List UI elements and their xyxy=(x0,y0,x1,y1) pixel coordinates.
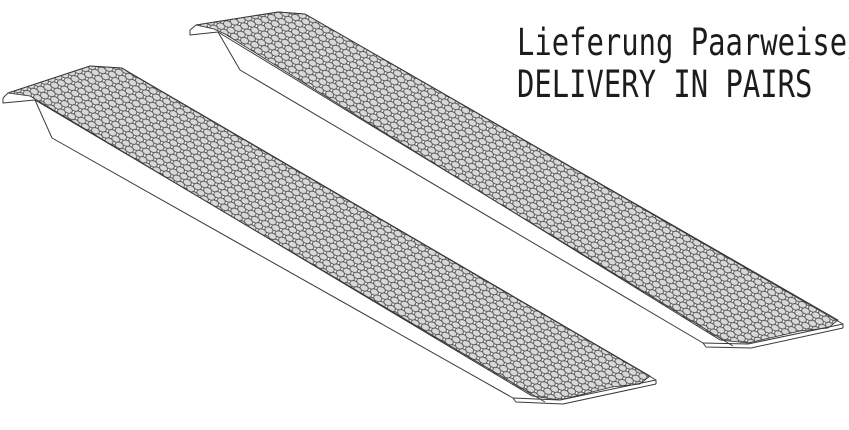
ramp-right xyxy=(189,11,844,349)
ramp-left-side-top xyxy=(34,99,546,403)
ramp-right-top-lip xyxy=(189,11,306,31)
ramp-left-bottom-lip-top xyxy=(512,379,657,401)
ramp-left-top-lip-lower xyxy=(2,98,36,104)
delivery-note-english: DELIVERY IN PAIRS xyxy=(517,63,813,106)
ramp-left xyxy=(2,65,657,405)
ramp-left-bottom-lip xyxy=(512,383,657,405)
ramp-left-side-wall xyxy=(34,99,514,399)
ramp-right-bottom-lip xyxy=(702,327,844,349)
delivery-note-german: Lieferung Paarweise/ xyxy=(517,21,849,64)
ramp-right-top-lip-lower xyxy=(189,30,219,36)
ramp-right-far-rail xyxy=(304,13,844,328)
ramp-right-side-top xyxy=(217,31,734,347)
delivery-note: Lieferung Paarweise/ DELIVERY IN PAIRS xyxy=(517,22,849,106)
ramp-right-bottom-lip-top xyxy=(702,323,844,345)
ramp-right-side-wall xyxy=(217,31,704,344)
ramp-left-far-rail xyxy=(121,67,657,384)
ramp-left-top-lip xyxy=(2,65,123,99)
